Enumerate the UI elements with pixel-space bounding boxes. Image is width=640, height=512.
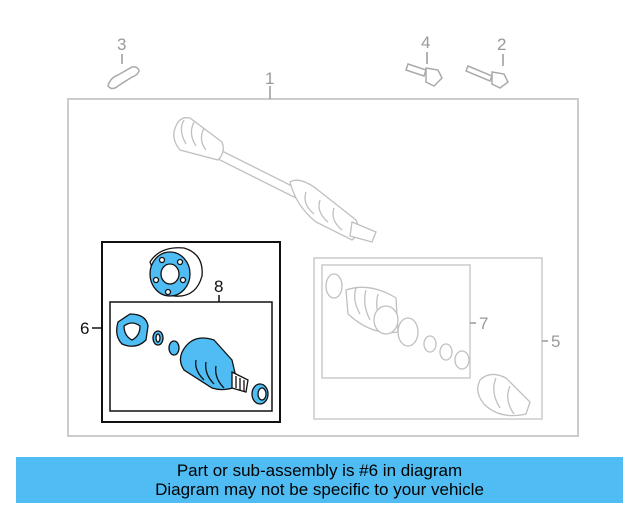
callout-4: 4 <box>421 33 430 52</box>
inner-cv-joint-part[interactable] <box>179 337 249 393</box>
snap-ring-part[interactable] <box>152 330 164 346</box>
washer-part[interactable] <box>168 340 180 356</box>
info-banner: Part or sub-assembly is #6 in diagram Di… <box>16 457 623 503</box>
callout-3: 3 <box>117 35 126 54</box>
assembly-frame-5 <box>313 257 543 420</box>
callout-6: 6 <box>80 319 89 338</box>
banner-line-1: Part or sub-assembly is #6 in diagram <box>176 461 463 480</box>
bolt-part-4[interactable] <box>405 63 443 87</box>
callout-2: 2 <box>497 35 506 54</box>
boot-clamp-part[interactable] <box>251 383 269 405</box>
axle-shaft-ghost <box>173 117 377 243</box>
callout-5: 5 <box>551 332 560 351</box>
clamp-part-3[interactable] <box>107 66 140 90</box>
flange-part[interactable] <box>149 247 203 297</box>
parts-diagram: 1 2 3 4 5 7 6 8 <box>67 33 579 437</box>
gasket-part[interactable] <box>116 313 149 347</box>
assembly-frame-1 <box>67 98 579 437</box>
assembly-frame-7 <box>321 264 471 379</box>
bolt-part-2[interactable] <box>465 65 509 89</box>
callout-1: 1 <box>265 69 274 88</box>
callout-8: 8 <box>214 277 223 296</box>
outer-joint-ghost <box>325 273 531 417</box>
callout-7: 7 <box>479 314 488 333</box>
banner-line-2: Diagram may not be specific to your vehi… <box>155 480 484 499</box>
assembly-frame-8 <box>109 301 273 412</box>
